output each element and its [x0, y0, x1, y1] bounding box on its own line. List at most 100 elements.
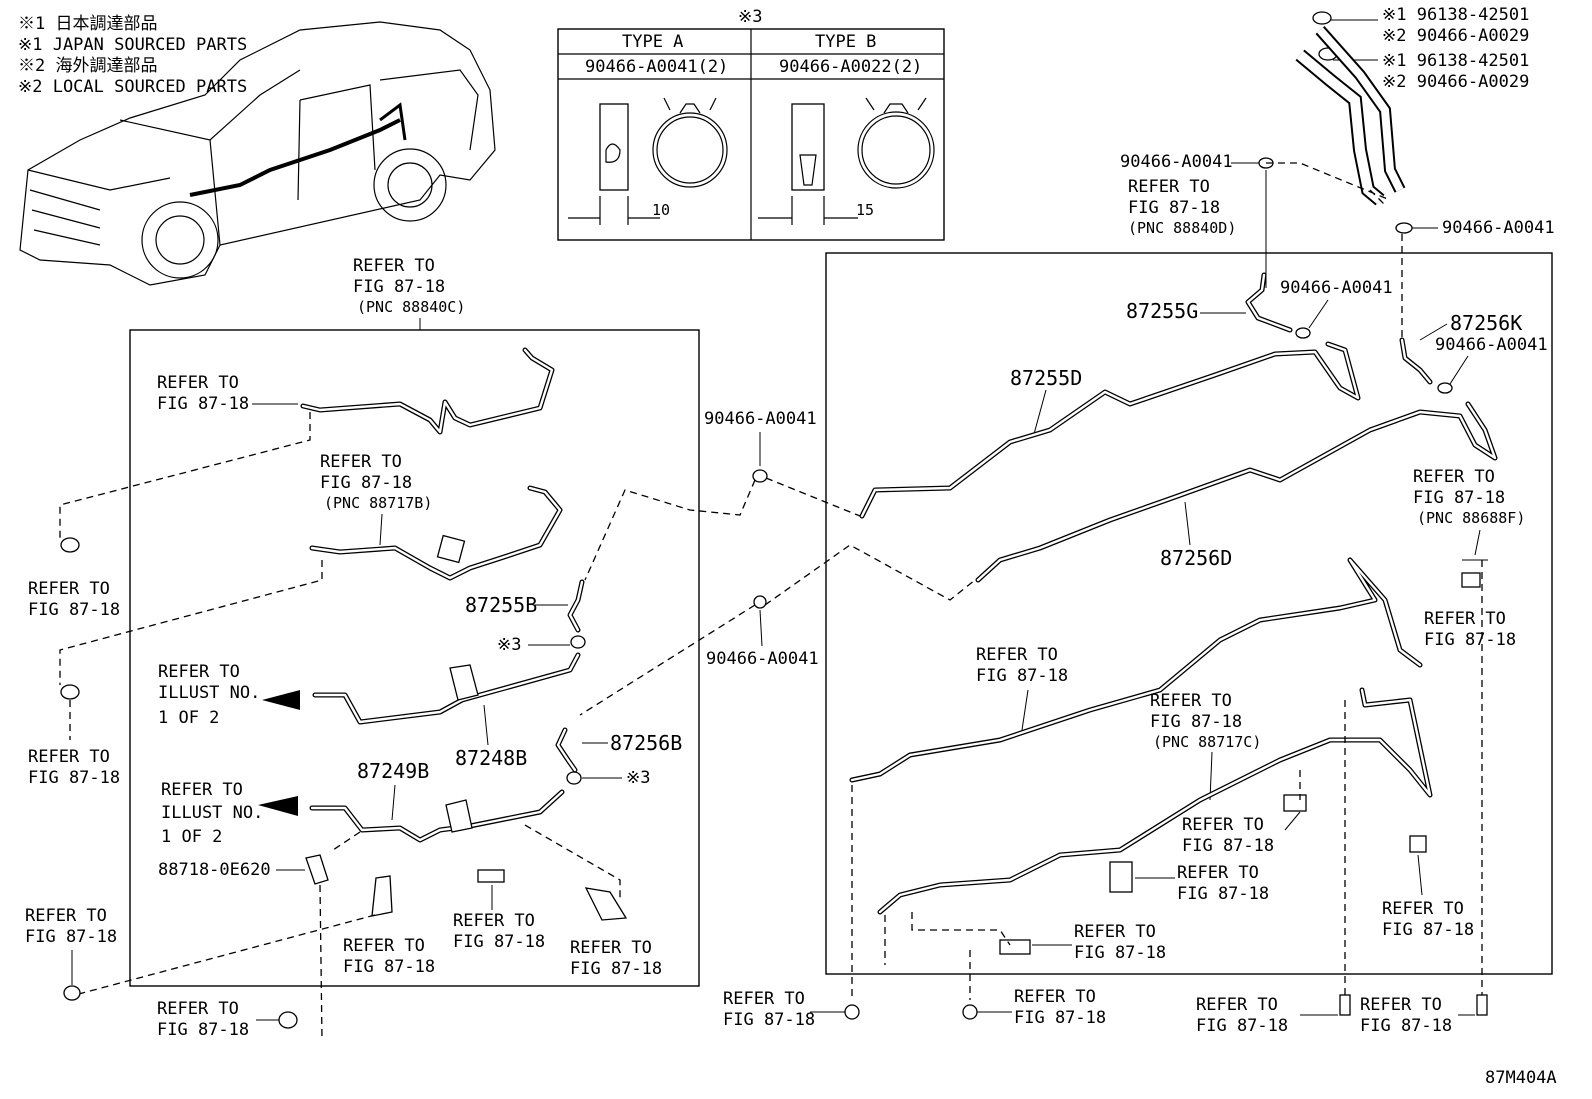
fig-88717c: FIG 87-18 [1150, 712, 1242, 732]
label-87248b: 87248B [455, 746, 527, 770]
note-part-2b: ※2 90466-A0029 [1382, 72, 1529, 92]
fig-bracket-a: FIG 87-18 [1182, 836, 1274, 856]
fig-fastener-4: FIG 87-18 [1360, 1016, 1452, 1036]
label-87255b: 87255B [465, 593, 537, 617]
fig-bracket-e: FIG 87-18 [343, 957, 435, 977]
part-87256k: 87256K 90466-A0041 [1399, 311, 1548, 394]
part-88718-0e620: 88718-0E620 [158, 854, 329, 1041]
refer-to-illust-upper: REFER TO [158, 662, 240, 682]
clip-label-center-top: 90466-A0041 [1120, 152, 1233, 172]
clip-label-center-upper: 90466-A0041 [704, 409, 817, 429]
note-part-1a: ※1 96138-42501 [1382, 5, 1529, 25]
left-pipe-88717b: REFER TO FIG 87-18 (PNC 88717B) [59, 452, 563, 685]
refer-to-88840d: REFER TO [1128, 177, 1210, 197]
clip-table-title: ※3 [738, 7, 762, 27]
refer-to-fastener-2: REFER TO [1014, 987, 1096, 1007]
part-87255b: 87255B ※3 [465, 579, 586, 655]
fig-bracket-f: FIG 87-18 [453, 932, 545, 952]
fig-fastener-3: FIG 87-18 [1196, 1016, 1288, 1036]
left-upper-pipe: REFER TO FIG 87-18 [59, 347, 555, 540]
one-of-two-lower: 1 OF 2 [161, 827, 222, 847]
clip-label-87256k: 90466-A0041 [1435, 335, 1548, 355]
illust-no-lower: ILLUST NO. [161, 803, 263, 823]
refer-to-bracket-g: REFER TO [570, 938, 652, 958]
type-a-dimension: 10 [652, 201, 670, 219]
sourcing-notes: ※1 日本調達部品 ※1 JAPAN SOURCED PARTS ※2 海外調達… [18, 14, 247, 97]
note-japan-jp: ※1 日本調達部品 [18, 14, 157, 34]
refer-to-fastener-3: REFER TO [1196, 995, 1278, 1015]
type-b-header: TYPE B [815, 32, 876, 52]
clip-type-table: ※3 TYPE A TYPE B 90466-A0041(2) 90466-A0… [557, 7, 945, 241]
fig-left-1: FIG 87-18 [28, 600, 120, 620]
fig-88717b: FIG 87-18 [320, 473, 412, 493]
fig-bracket-g: FIG 87-18 [570, 959, 662, 979]
fig-bracket-b: FIG 87-18 [1177, 884, 1269, 904]
refer-to-88717c: REFER TO [1150, 691, 1232, 711]
mark3-87255b: ※3 [497, 635, 521, 655]
part-87256b: 87256B ※3 [555, 727, 682, 788]
fig-fastener-2: FIG 87-18 [1014, 1008, 1106, 1028]
refer-to-left-upper: REFER TO [157, 373, 239, 393]
refer-to-bracket-b: REFER TO [1177, 863, 1259, 883]
front-pipe-group-box [129, 329, 700, 987]
fig-88688f: FIG 87-18 [1413, 488, 1505, 508]
right-top-labels: 90466-A0041 REFER TO FIG 87-18 (PNC 8884… [1120, 152, 1403, 342]
part-87249b: 87249B REFER TO ILLUST NO. 1 OF 2 [161, 759, 621, 900]
refer-to-bracket-right: REFER TO [1424, 609, 1506, 629]
part-87255g: 87255G 90466-A0041 [1126, 272, 1393, 339]
note-part-2a: ※2 90466-A0029 [1382, 26, 1529, 46]
refer-to-fastener-1: REFER TO [723, 989, 805, 1009]
fig-left-upper: FIG 87-18 [157, 394, 249, 414]
fig-bracket-c: FIG 87-18 [1382, 920, 1474, 940]
refer-to-left-3: REFER TO [25, 906, 107, 926]
part-87256d: 87256D [975, 401, 1498, 583]
pnc-88717c: (PNC 88717C) [1153, 733, 1261, 751]
lower-pipe-88717c: REFER TO FIG 87-18 (PNC 88717C) REFER TO… [877, 687, 1474, 1000]
fig-bottom-left: FIG 87-18 [157, 1020, 249, 1040]
refer-to-left-2: REFER TO [28, 747, 110, 767]
refer-to-bracket-c: REFER TO [1382, 899, 1464, 919]
vehicle-illustration [19, 21, 496, 286]
illust-no-upper: ILLUST NO. [158, 683, 260, 703]
type-b-part-number: 90466-A0022(2) [779, 57, 922, 77]
refer-to-88688f: REFER TO [1413, 467, 1495, 487]
refer-to-illust-lower: REFER TO [161, 780, 243, 800]
label-87256d: 87256D [1160, 546, 1232, 570]
part-87255d: 87255D [859, 341, 1361, 519]
type-b-dimension: 15 [856, 201, 874, 219]
filler-pipe-assembly: ※1 96138-42501 ※2 90466-A0029 ※1 96138-4… [1295, 5, 1555, 238]
refer-88688f-group: REFER TO FIG 87-18 (PNC 88688F) REFER TO… [1413, 467, 1525, 1000]
note-japan-en: ※1 JAPAN SOURCED PARTS [18, 35, 247, 55]
refer-to-bracket-f: REFER TO [453, 911, 535, 931]
refer-to-left-1: REFER TO [28, 579, 110, 599]
label-87256b: 87256B [610, 731, 682, 755]
pnc-88840c: (PNC 88840C) [357, 298, 465, 316]
fig-88840c: FIG 87-18 [353, 277, 445, 297]
label-88718: 88718-0E620 [158, 860, 271, 880]
one-of-two-upper: 1 OF 2 [158, 708, 219, 728]
illustration-code: 87M404A [1485, 1068, 1557, 1088]
bottom-right-fasteners: REFER TO FIG 87-18 REFER TO FIG 87-18 RE… [723, 987, 1488, 1036]
pnc-88840d: (PNC 88840D) [1128, 219, 1236, 237]
label-87255g: 87255G [1126, 299, 1198, 323]
middle-long-pipe: REFER TO FIG 87-18 [849, 557, 1423, 1000]
note-local-jp: ※2 海外調達部品 [18, 56, 157, 76]
label-87249b: 87249B [357, 759, 429, 783]
clip-label-87255g: 90466-A0041 [1280, 278, 1393, 298]
refer-to-bottom-left: REFER TO [157, 999, 239, 1019]
refer-to-fastener-4: REFER TO [1360, 995, 1442, 1015]
part-87248b: REFER TO ILLUST NO. 1 OF 2 87248B [158, 652, 581, 770]
refer-to-88717b: REFER TO [320, 452, 402, 472]
note-local-en: ※2 LOCAL SOURCED PARTS [18, 77, 247, 97]
rear-pipe-group-box [825, 252, 1553, 975]
label-87255d: 87255D [1010, 366, 1082, 390]
refer-to-bracket-d: REFER TO [1074, 922, 1156, 942]
left-outside-fasteners: REFER TO FIG 87-18 REFER TO FIG 87-18 RE… [25, 537, 298, 1040]
clip-label-center-lower: 90466-A0041 [706, 649, 819, 669]
pnc-88717b: (PNC 88717B) [324, 494, 432, 512]
type-a-part-number: 90466-A0041(2) [585, 57, 728, 77]
fig-bracket-right: FIG 87-18 [1424, 630, 1516, 650]
fig-left-2: FIG 87-18 [28, 768, 120, 788]
clip-label-top-right: 90466-A0041 [1442, 218, 1555, 238]
